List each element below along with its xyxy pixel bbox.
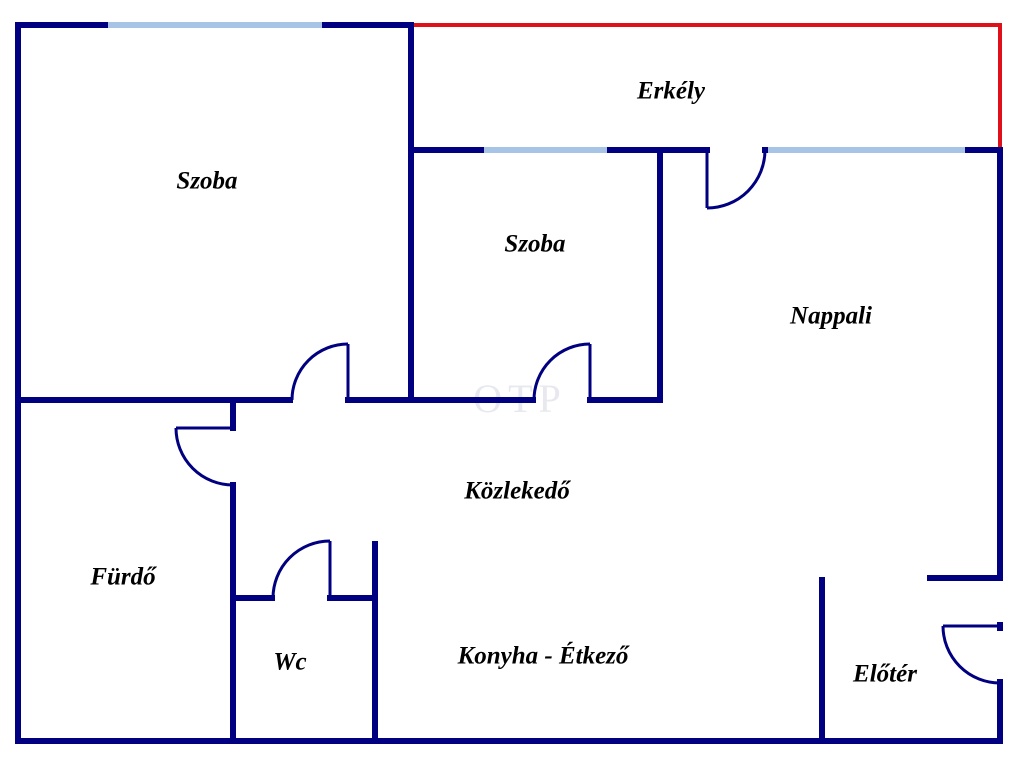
room-label-szoba-large: Szoba: [176, 168, 237, 195]
balcony-railing: [411, 23, 1002, 150]
room-label-erkely: Erkély: [636, 78, 706, 105]
room-label-kozlekedo: Közlekedő: [463, 478, 571, 505]
door-szoba-small: [532, 342, 592, 401]
room-label-eloter: Előtér: [852, 661, 917, 688]
room-label-szoba-small: Szoba: [504, 231, 565, 258]
door-wc: [271, 539, 332, 599]
door-szoba-large: [290, 342, 350, 401]
room-label-nappali: Nappali: [789, 303, 872, 330]
door-erkely: [705, 149, 767, 210]
room-label-konyha: Konyha - Étkező: [457, 642, 630, 670]
windows: [108, 22, 965, 153]
room-label-wc: Wc: [273, 649, 306, 676]
room-label-furdo: Fürdő: [89, 564, 157, 591]
door-entrance: [941, 624, 1001, 685]
door-furdo: [174, 426, 234, 487]
doors: [174, 149, 1001, 685]
